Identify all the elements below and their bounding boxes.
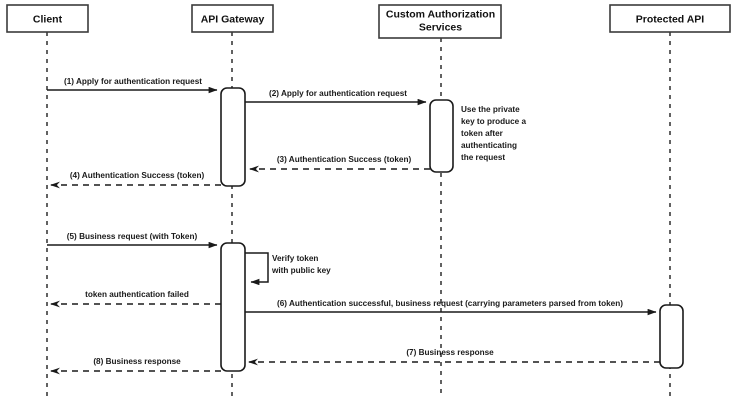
- message-4-label: (4) Authentication Success (token): [70, 171, 205, 180]
- participant-header-api-gateway[interactable]: API Gateway: [191, 4, 274, 33]
- participant-label-client: Client: [33, 14, 63, 26]
- participant-label-protected-api: Protected API: [636, 14, 705, 26]
- message-6-label: (6) Authentication successful, business …: [277, 299, 623, 308]
- message-8-label: (8) Business response: [93, 357, 181, 366]
- activation-api-gateway-auth: [220, 87, 246, 187]
- participant-header-custom-authorization-services[interactable]: Custom Authorization Services: [378, 4, 502, 39]
- message-token-authentication-failed-label: token authentication failed: [85, 290, 189, 299]
- note-private-key-line-2: key to produce a: [461, 117, 527, 126]
- message-5-label: (5) Business request (with Token): [67, 232, 198, 241]
- message-8[interactable]: (8) Business response: [50, 357, 221, 375]
- note-private-key: Use the private key to produce a token a…: [461, 105, 527, 162]
- participant-label-custom-authorization-services-line2: Services: [419, 22, 462, 34]
- participant-label-custom-authorization-services-line1: Custom Authorization: [386, 9, 495, 21]
- activation-custom-authorization-services: [429, 99, 454, 173]
- message-2-label: (2) Apply for authentication request: [269, 89, 407, 98]
- message-7[interactable]: (7) Business response: [248, 348, 660, 366]
- message-3-label: (3) Authentication Success (token): [277, 155, 412, 164]
- self-call-verify-token-line-1: Verify token: [272, 254, 318, 263]
- self-call-verify-token-line-2: with public key: [271, 266, 331, 275]
- message-5[interactable]: (5) Business request (with Token): [47, 232, 218, 249]
- activation-protected-api: [659, 304, 684, 369]
- note-private-key-line-4: authenticating: [461, 141, 517, 150]
- message-4[interactable]: (4) Authentication Success (token): [50, 171, 221, 189]
- participant-header-client[interactable]: Client: [6, 4, 89, 33]
- message-token-authentication-failed[interactable]: token authentication failed: [50, 290, 221, 308]
- message-1[interactable]: (1) Apply for authentication request: [47, 77, 218, 94]
- participant-label-api-gateway: API Gateway: [201, 14, 265, 26]
- note-private-key-line-1: Use the private: [461, 105, 520, 114]
- note-private-key-line-3: token after: [461, 129, 504, 138]
- activation-api-gateway-business: [220, 242, 246, 372]
- note-private-key-line-5: the request: [461, 153, 505, 162]
- lifelines: [46, 32, 671, 396]
- message-2[interactable]: (2) Apply for authentication request: [245, 89, 427, 106]
- message-7-label: (7) Business response: [406, 348, 494, 357]
- participant-header-protected-api[interactable]: Protected API: [609, 4, 731, 33]
- message-1-label: (1) Apply for authentication request: [64, 77, 202, 86]
- message-3[interactable]: (3) Authentication Success (token): [249, 155, 430, 173]
- self-call-verify-token[interactable]: Verify token with public key: [245, 252, 331, 286]
- message-6[interactable]: (6) Authentication successful, business …: [245, 299, 657, 316]
